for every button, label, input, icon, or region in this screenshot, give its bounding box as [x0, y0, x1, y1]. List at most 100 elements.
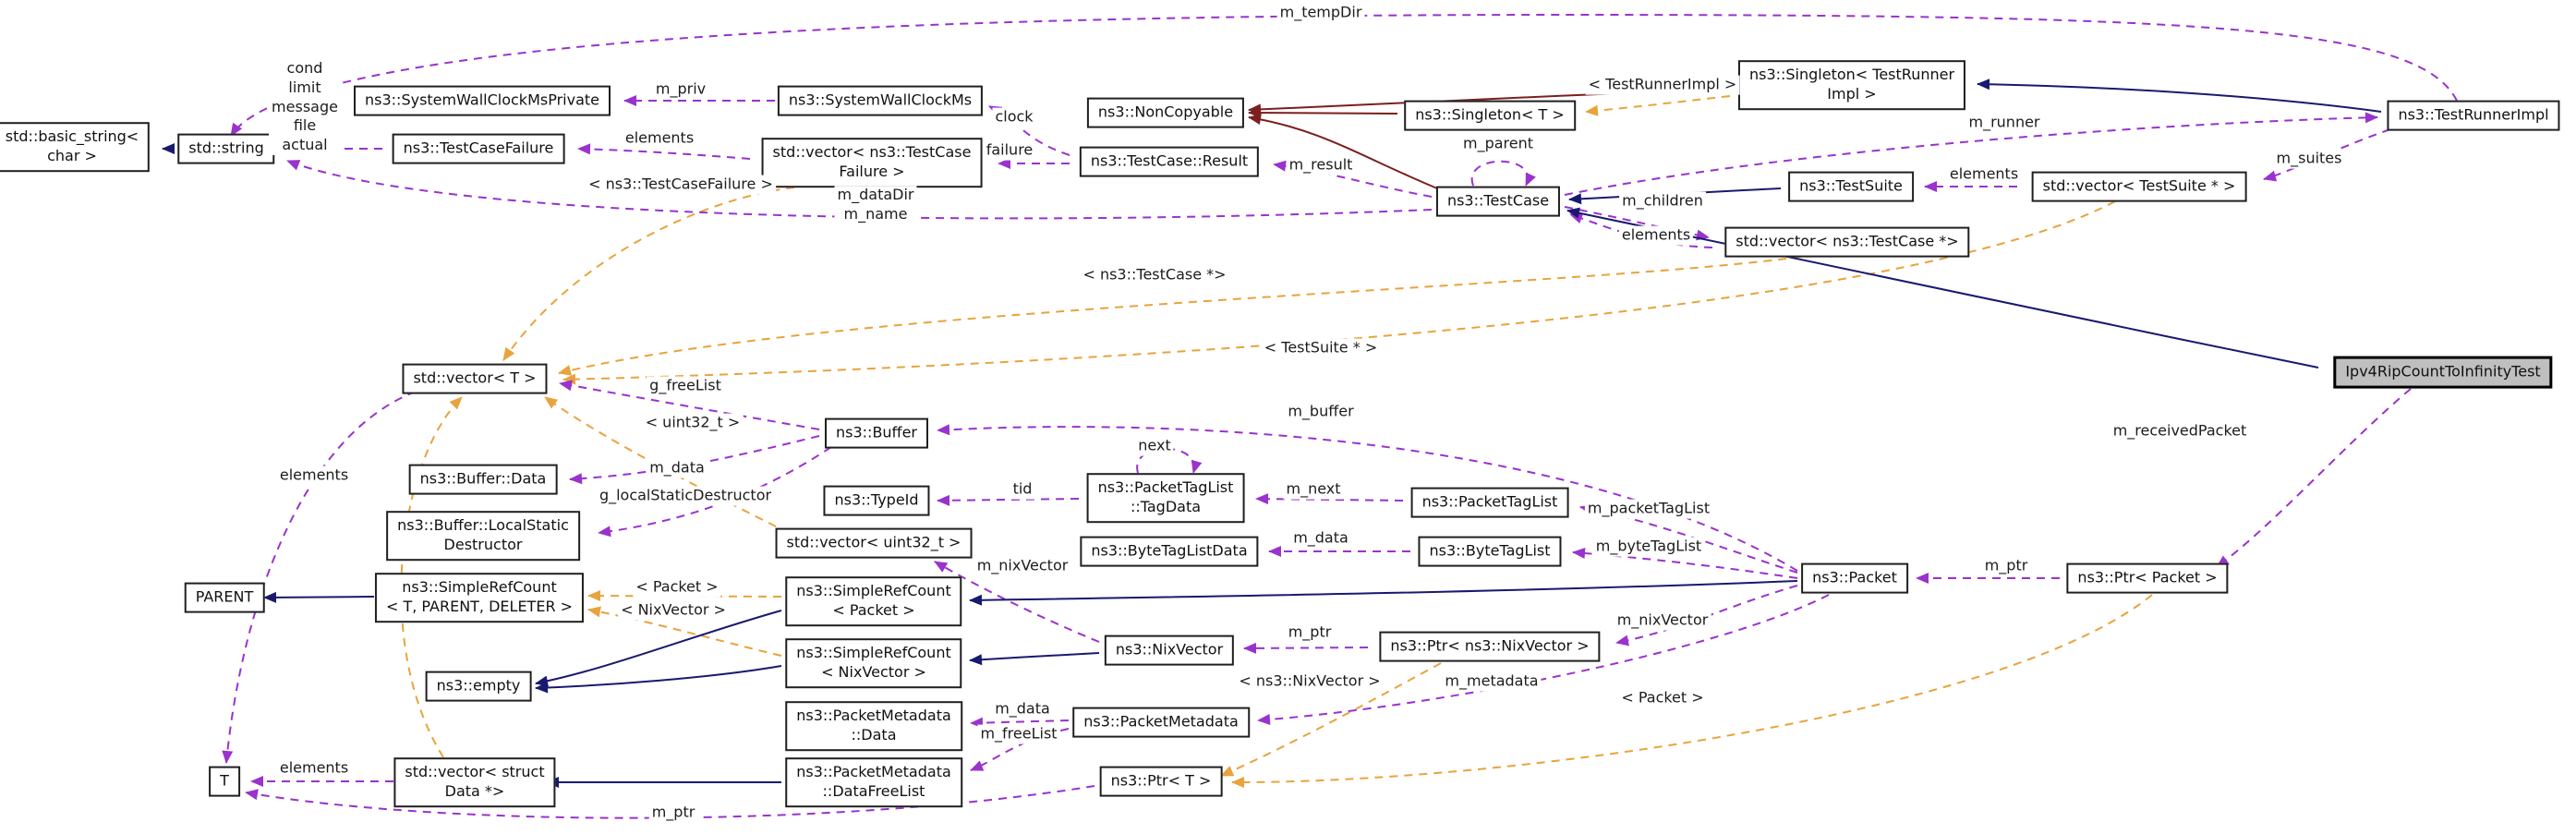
- edge-label-elements-t: elements: [276, 758, 352, 779]
- node-nix-vector[interactable]: ns3::NixVector: [1104, 635, 1235, 666]
- edge-buffer-m-data: [569, 435, 820, 485]
- node-byte-tag-list[interactable]: ns3::ByteTagList: [1418, 536, 1562, 567]
- edge-label-m-freelist: m_freeList: [977, 724, 1060, 744]
- edge-label-metadata-m-data: m_data: [992, 699, 1053, 719]
- node-ptr-t[interactable]: ns3::Ptr< T >: [1099, 766, 1223, 797]
- node-packet-tag-list[interactable]: ns3::PacketTagList: [1410, 487, 1569, 518]
- edge-src-packet-inherits-empty: [535, 610, 782, 687]
- node-buffer-data[interactable]: ns3::Buffer::Data: [408, 464, 558, 495]
- edge-label-elements-tcf: elements: [622, 128, 697, 149]
- node-vector-test-case-failure[interactable]: std::vector< ns3::TestCase Failure >: [761, 138, 983, 187]
- edge-label-testcasefailure-members: cond limit message file actual: [269, 59, 341, 155]
- node-vector-t[interactable]: std::vector< T >: [402, 363, 548, 394]
- edge-label-m-buffer: m_buffer: [1285, 402, 1357, 422]
- edge-label-packet-m-nixvector: m_nixVector: [1614, 610, 1711, 631]
- node-packet-metadata-data[interactable]: ns3::PacketMetadata ::Data: [785, 701, 962, 751]
- edge-vector-t-elements: [222, 391, 417, 764]
- node-system-wall-clock-ms[interactable]: ns3::SystemWallClockMs: [777, 85, 984, 116]
- node-simple-ref-count-template[interactable]: ns3::SimpleRefCount < T, PARENT, DELETER…: [374, 573, 585, 622]
- edge-label-elements-testcase: elements: [1618, 225, 1694, 246]
- edge-ptr-t-m-ptr: [245, 785, 1095, 819]
- edge-vector-tcf-elements: [577, 143, 751, 160]
- edge-clock: [988, 105, 1070, 156]
- node-packet-metadata[interactable]: ns3::PacketMetadata: [1072, 707, 1250, 738]
- node-packet-tag-list-tag-data[interactable]: ns3::PacketTagList ::TagData: [1086, 473, 1245, 523]
- edge-label-m-suites: m_suites: [2273, 149, 2345, 169]
- edge-label-m-metadata: m_metadata: [1442, 671, 1542, 692]
- node-vector-struct-data[interactable]: std::vector< struct Data *>: [393, 757, 556, 807]
- edge-label-m-receivedpacket: m_receivedPacket: [2110, 421, 2250, 441]
- edge-m-children: [1564, 206, 1710, 241]
- edge-template-vector-testcase: [558, 256, 1802, 376]
- edge-label-ptrnix-m-ptr: m_ptr: [1285, 622, 1335, 643]
- node-simple-ref-count-packet[interactable]: ns3::SimpleRefCount < Packet >: [785, 576, 962, 626]
- node-vector-test-case[interactable]: std::vector< ns3::TestCase *>: [1724, 226, 1970, 258]
- edge-label-m-priv: m_priv: [652, 79, 709, 100]
- edge-label-nix-m-nixvector: m_nixVector: [974, 556, 1071, 576]
- node-simple-ref-count-nix-vector[interactable]: ns3::SimpleRefCount < NixVector >: [785, 638, 962, 688]
- node-t[interactable]: T: [209, 766, 240, 797]
- edge-g-freelist: [559, 380, 820, 430]
- node-test-suite[interactable]: ns3::TestSuite: [1788, 171, 1914, 202]
- edge-label-m-datadir-m-name: m_dataDir m_name: [834, 186, 917, 224]
- edge-label-m-result: m_result: [1286, 155, 1356, 175]
- edge-label-template-testrunnerimpl: < TestRunnerImpl >: [1585, 75, 1740, 95]
- edge-m-datadir-m-name: [286, 160, 1433, 220]
- edge-m-tempdir: [230, 13, 2458, 137]
- node-test-runner-impl[interactable]: ns3::TestRunnerImpl: [2387, 100, 2560, 131]
- edge-metadata-m-data: [970, 717, 1070, 729]
- node-packet[interactable]: ns3::Packet: [1801, 562, 1908, 594]
- node-parent[interactable]: PARENT: [184, 582, 265, 613]
- edge-main-inherits-testcase: [1566, 207, 2319, 369]
- edge-packet-m-nixvector: [1615, 585, 1798, 647]
- node-singleton-t[interactable]: ns3::Singleton< T >: [1404, 100, 1576, 131]
- node-vector-uint32[interactable]: std::vector< uint32_t >: [775, 527, 973, 559]
- node-packet-metadata-data-free-list[interactable]: ns3::PacketMetadata ::DataFreeList: [785, 757, 962, 807]
- node-buffer-local-static-destructor[interactable]: ns3::Buffer::LocalStatic Destructor: [386, 511, 580, 561]
- edge-label-template-testcase-ptr: < ns3::TestCase *>: [1080, 265, 1229, 285]
- node-singleton-test-runner-impl[interactable]: ns3::Singleton< TestRunner Impl >: [1737, 60, 1966, 110]
- edge-label-m-bytetaglist: m_byteTagList: [1592, 537, 1705, 557]
- edge-label-elements-testsuite: elements: [1946, 164, 2022, 185]
- node-ptr-nix-vector[interactable]: ns3::Ptr< ns3::NixVector >: [1379, 631, 1601, 662]
- edge-label-m-next: m_next: [1283, 479, 1344, 500]
- node-non-copyable[interactable]: ns3::NonCopyable: [1086, 97, 1245, 128]
- edge-label-g-localstaticdestructor: g_localStaticDestructor: [596, 486, 775, 506]
- edge-tid: [937, 494, 1080, 506]
- edge-label-m-packettaglist: m_packetTagList: [1584, 499, 1713, 519]
- node-test-case-failure[interactable]: ns3::TestCaseFailure: [392, 133, 565, 164]
- edge-nixvector-m-nixvector: [934, 561, 1100, 643]
- node-vector-test-suite[interactable]: std::vector< TestSuite * >: [2031, 171, 2247, 202]
- node-ptr-packet[interactable]: ns3::Ptr< Packet >: [2066, 562, 2229, 594]
- node-byte-tag-list-data[interactable]: ns3::ByteTagListData: [1080, 536, 1259, 567]
- edge-label-template-testsuite-ptr: < TestSuite * >: [1261, 338, 1381, 358]
- edge-label-tid: tid: [1010, 479, 1035, 500]
- node-type-id[interactable]: ns3::TypeId: [823, 485, 930, 516]
- edge-m-receivedpacket: [2216, 388, 2412, 568]
- edge-template-vector-testsuite: [562, 200, 2116, 385]
- edge-template-ptr-packet: [1231, 594, 2153, 789]
- edge-tri-inherits-singleton: [1977, 79, 2382, 113]
- edge-template-vector-data: [400, 396, 463, 758]
- node-buffer[interactable]: ns3::Buffer: [825, 417, 928, 449]
- node-test-case[interactable]: ns3::TestCase: [1435, 186, 1561, 217]
- edge-m-metadata: [1257, 594, 1830, 725]
- edge-label-buffer-m-data: m_data: [647, 458, 707, 478]
- edge-label-m-parent: m_parent: [1459, 134, 1537, 154]
- node-std-string[interactable]: std::string: [177, 133, 275, 164]
- node-test-case-result[interactable]: ns3::TestCase::Result: [1079, 146, 1260, 177]
- edge-m-parent-selfloop: [1470, 160, 1536, 187]
- edge-label-template-tcf: < ns3::TestCaseFailure >: [586, 175, 776, 195]
- edge-m-next: [1255, 493, 1404, 505]
- node-ipv4-rip-count-to-infinity-test: Ipv4RipCountToInfinityTest: [2333, 356, 2553, 389]
- edge-template-tcf: [502, 187, 795, 361]
- edge-label-m-children: m_children: [1619, 191, 1706, 212]
- node-basic-string[interactable]: std::basic_string< char >: [0, 122, 151, 172]
- node-empty[interactable]: ns3::empty: [425, 671, 532, 702]
- node-system-wall-clock-ms-private[interactable]: ns3::SystemWallClockMsPrivate: [354, 85, 611, 116]
- edge-label-template-ptr-nixvector: < ns3::NixVector >: [1236, 671, 1384, 692]
- edge-label-bytetaglist-m-data: m_data: [1290, 528, 1351, 549]
- edge-label-ptrpacket-m-ptr: m_ptr: [1981, 556, 2031, 576]
- edge-label-m-tempdir: m_tempDir: [1276, 3, 1365, 23]
- edge-label-m-runner: m_runner: [1965, 113, 2043, 133]
